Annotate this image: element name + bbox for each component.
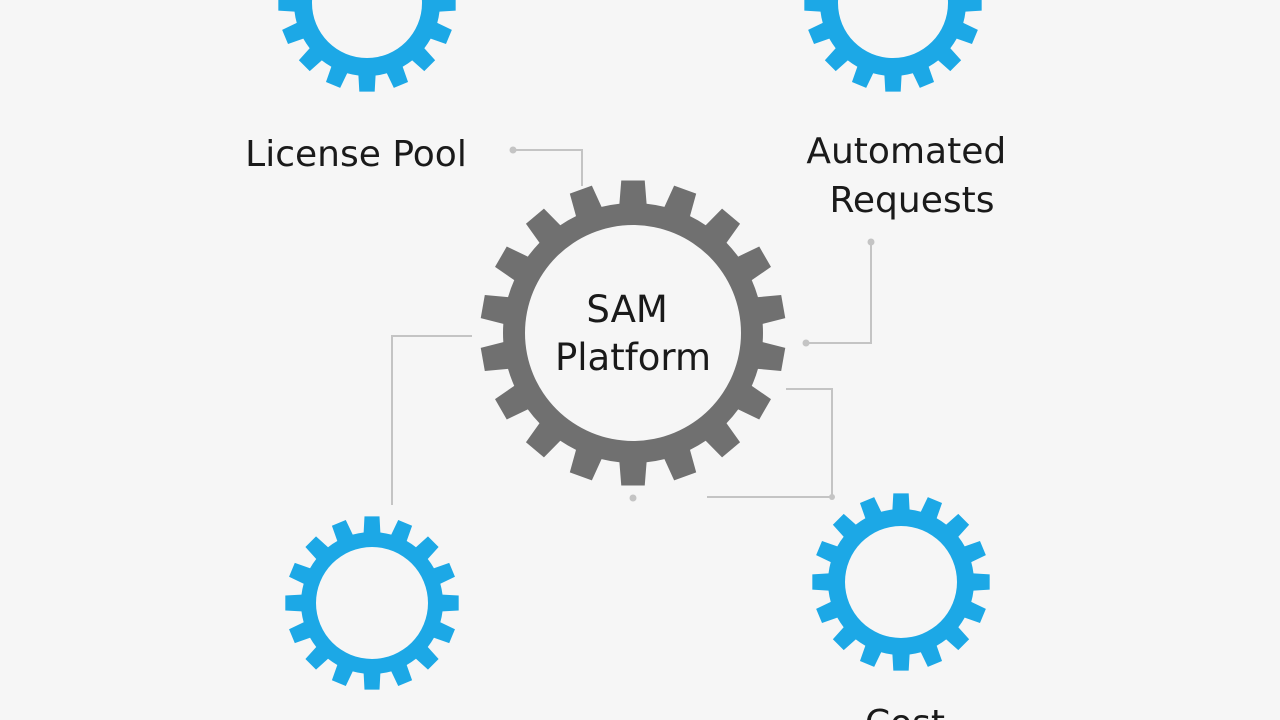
connector-bottom-left [391, 335, 472, 505]
connector-dot-license-pool [509, 146, 517, 154]
gear-icon-center [480, 180, 786, 486]
gear-icon-top-right [804, 0, 982, 92]
gear-icon-bottom-left [285, 516, 459, 690]
labels: License Pool Automated Requests Cost SAM… [245, 131, 1017, 720]
center-label: SAM Platform [555, 288, 711, 379]
connector-bottom-right [707, 388, 833, 498]
connector-dot-automated-requests-top [867, 238, 875, 246]
gear-icon-bottom-right [812, 493, 990, 671]
connector-dot-bottom-right [829, 494, 835, 500]
node-label-license-pool: License Pool [245, 134, 467, 175]
connector-automated-requests [806, 242, 872, 344]
connector-dot-center-bottom [629, 494, 637, 502]
connectors [391, 146, 875, 505]
connector-dot-automated-requests-end [802, 339, 810, 347]
gears [278, 0, 990, 690]
node-label-automated-requests: Automated Requests [806, 131, 1017, 221]
connector-license-pool [513, 149, 583, 186]
gear-icon-top-left [278, 0, 456, 92]
node-label-cost: Cost [865, 703, 945, 720]
